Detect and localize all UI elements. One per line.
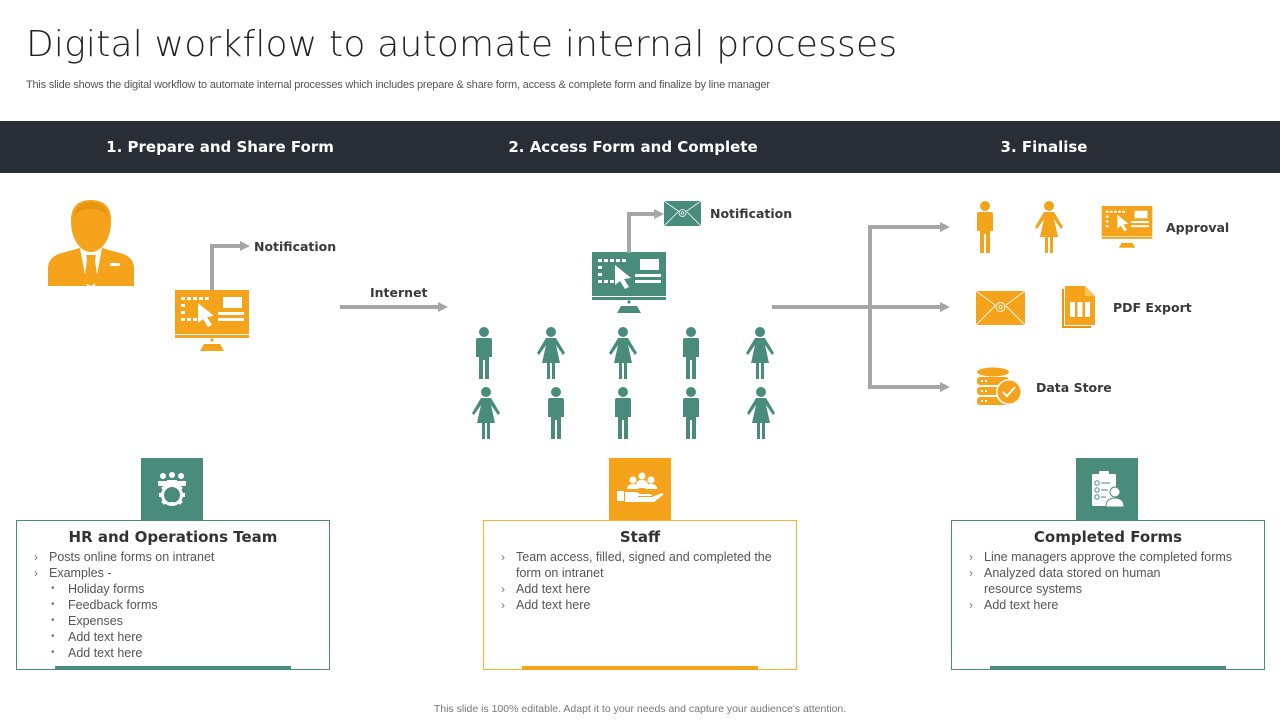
list-item: Add text here xyxy=(484,581,796,597)
hr-operations-card: HR and Operations Team Posts online form… xyxy=(16,520,330,670)
phase-3-label: 3. Finalise xyxy=(1000,138,1088,156)
envelope-icon xyxy=(976,291,1025,325)
footer-note: This slide is 100% editable. Adapt it to… xyxy=(433,703,847,715)
hr-team-icon-tile xyxy=(141,458,203,520)
notification-arrow xyxy=(627,209,664,253)
male-person-icon xyxy=(476,327,492,379)
internet-arrow xyxy=(340,302,448,312)
list-item: Add text here xyxy=(17,645,329,661)
list-item: Expenses xyxy=(17,613,329,629)
database-check-icon xyxy=(977,367,1022,405)
list-item: Add text here xyxy=(484,597,796,613)
hand-people-icon xyxy=(617,472,664,502)
female-person-icon xyxy=(472,387,500,439)
card-title: HR and Operations Team xyxy=(68,528,278,546)
team-gear-icon xyxy=(158,472,186,506)
document-icon xyxy=(1062,286,1095,328)
list-item: Posts online forms on intranet xyxy=(17,549,329,565)
finalise-branch-arrows xyxy=(772,222,950,392)
female-person-icon xyxy=(746,327,774,379)
page-title: Digital workflow to automate internal pr… xyxy=(26,24,898,65)
list-item: Team access, filled, signed and complete… xyxy=(484,549,796,581)
male-person-icon xyxy=(683,327,699,379)
female-person-icon xyxy=(537,327,565,379)
businessman-icon xyxy=(48,200,134,286)
list-item: Add text here xyxy=(17,629,329,645)
envelope-icon xyxy=(664,201,701,226)
male-person-icon xyxy=(977,201,993,253)
monitor-form-icon xyxy=(1101,205,1153,248)
card-list: Team access, filled, signed and complete… xyxy=(484,549,796,613)
step1-notification-label: Notification xyxy=(254,239,337,254)
page-subtitle: This slide shows the digital workflow to… xyxy=(26,79,770,91)
notification-arrow xyxy=(210,241,250,290)
phase-1-label: 1. Prepare and Share Form xyxy=(106,138,334,156)
list-item: Holiday forms xyxy=(17,581,329,597)
card-list: Line managers approve the completed form… xyxy=(952,549,1264,613)
card-title: Staff xyxy=(619,528,661,546)
card-title: Completed Forms xyxy=(1033,528,1183,546)
list-item: Feedback forms xyxy=(17,597,329,613)
completed-forms-card: Completed Forms Line managers approve th… xyxy=(951,520,1265,670)
pdf-export-label: PDF Export xyxy=(1113,300,1192,315)
list-item: Line managers approve the completed form… xyxy=(952,549,1264,565)
phase-2-label: 2. Access Form and Complete xyxy=(508,138,758,156)
male-person-icon xyxy=(683,387,699,439)
data-store-label: Data Store xyxy=(1036,380,1112,395)
female-person-icon xyxy=(609,327,637,379)
completed-forms-icon-tile xyxy=(1076,458,1138,520)
approver-people xyxy=(977,201,1063,253)
male-person-icon xyxy=(548,387,564,439)
phase-header-bar: 1. Prepare and Share Form 2. Access Form… xyxy=(0,121,1280,173)
monitor-form-icon xyxy=(175,290,249,351)
monitor-form-icon xyxy=(592,252,666,313)
card-accent-bar xyxy=(522,666,758,670)
clipboard-checklist-icon xyxy=(1092,471,1124,508)
card-list: Posts online forms on intranet Examples … xyxy=(17,549,329,661)
card-accent-bar xyxy=(990,666,1226,670)
step2-notification-label: Notification xyxy=(710,206,793,221)
list-item: Add text here xyxy=(952,597,1264,613)
list-item: Analyzed data stored on human resource s… xyxy=(952,565,1264,597)
internet-label: Internet xyxy=(370,285,428,300)
female-person-icon xyxy=(1035,201,1063,253)
staff-card: Staff Team access, filled, signed and co… xyxy=(483,520,797,670)
female-person-icon xyxy=(747,387,775,439)
list-item: Examples - xyxy=(17,565,329,581)
card-accent-bar xyxy=(55,666,291,670)
male-person-icon xyxy=(615,387,631,439)
staff-group xyxy=(472,327,775,439)
staff-icon-tile xyxy=(609,458,671,520)
approval-label: Approval xyxy=(1166,220,1230,235)
